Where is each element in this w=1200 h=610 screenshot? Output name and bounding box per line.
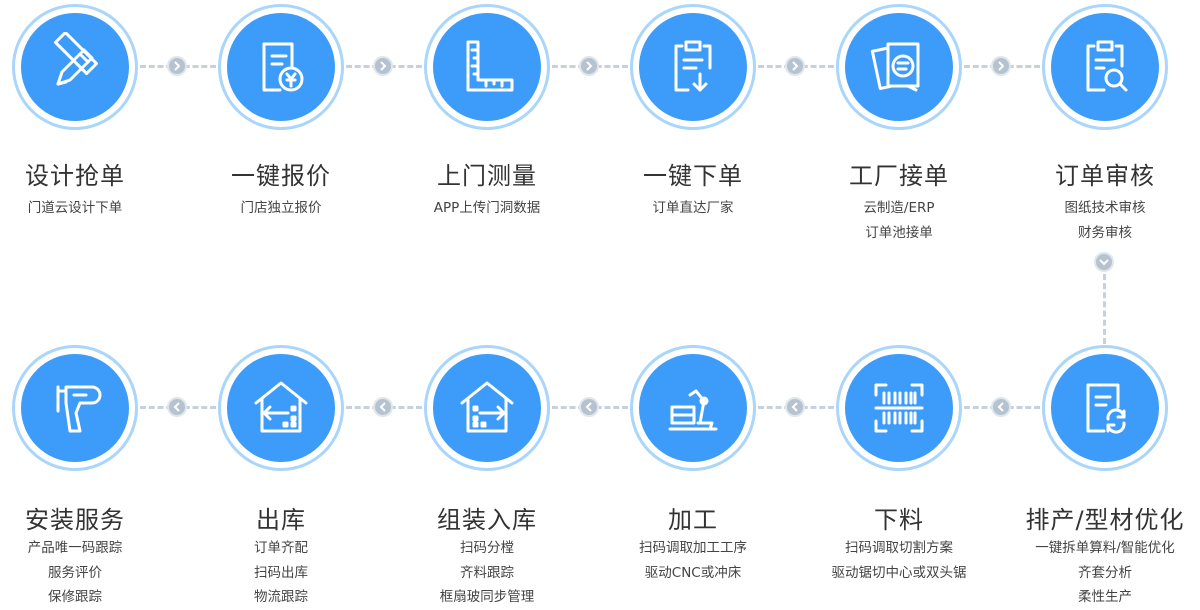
step-11-circle	[218, 345, 344, 471]
step-7-circle	[1042, 345, 1168, 471]
step-3-circle	[424, 4, 550, 130]
step-8-desc: 扫码调取切割方案 驱动锯切中心或双头锯	[779, 536, 1019, 585]
chevron-left-icon	[373, 397, 393, 417]
step-9-desc: 扫码调取加工工序 驱动CNC或冲床	[573, 536, 813, 585]
step-6-line-1: 图纸技术审核	[1064, 200, 1146, 216]
chevron-right-icon	[167, 56, 187, 76]
step-6-title: 订单审核	[1055, 162, 1155, 190]
step-1-line-1: 门道云设计下单	[27, 200, 123, 216]
step-8-line-1: 扫码调取切割方案	[845, 540, 953, 556]
step-8-title: 下料	[874, 506, 924, 534]
step-6-line-2: 财务审核	[1078, 224, 1132, 241]
step-11-line-1: 订单齐配	[254, 540, 308, 556]
step-10-line-2: 齐料跟踪	[460, 564, 514, 581]
step-12-desc: 产品唯一码跟踪 服务评价 保修跟踪	[0, 536, 195, 610]
step-1-desc: 门道云设计下单	[0, 196, 195, 221]
step-5-title: 工厂接单	[849, 162, 949, 190]
chevron-left-icon	[167, 397, 187, 417]
step-4-title: 一键下单	[643, 162, 743, 190]
step-7-title: 排产/型材优化	[1025, 506, 1185, 534]
step-1-circle	[12, 4, 138, 130]
step-11-title: 出库	[256, 506, 306, 534]
step-9-line-2: 驱动CNC或冲床	[644, 564, 742, 581]
document-refresh-icon	[1070, 373, 1140, 443]
chevron-down-icon	[1094, 252, 1114, 272]
chevron-left-icon	[579, 397, 599, 417]
step-5-line-2: 订单池接单	[865, 224, 933, 241]
step-4-line-1: 订单直达厂家	[652, 200, 734, 216]
warehouse-out-icon	[246, 373, 316, 443]
step-6-desc: 图纸技术审核 财务审核	[985, 196, 1200, 245]
step-2-line-1: 门店独立报价	[240, 200, 322, 216]
step-12-circle	[12, 345, 138, 471]
chevron-left-icon	[991, 397, 1011, 417]
step-11-line-2: 扫码出库	[254, 564, 308, 581]
chevron-right-icon	[991, 56, 1011, 76]
step-6-circle	[1042, 4, 1168, 130]
step-9-title: 加工	[668, 506, 718, 534]
step-2-circle	[218, 4, 344, 130]
step-3-line-1: APP上传门洞数据	[433, 200, 541, 216]
document-search-icon	[1070, 32, 1140, 102]
drill-icon	[40, 373, 110, 443]
chevron-right-icon	[373, 56, 393, 76]
step-11-line-3: 物流跟踪	[254, 589, 308, 605]
step-12-line-2: 服务评价	[48, 564, 102, 581]
step-10-circle	[424, 345, 550, 471]
step-1-title: 设计抢单	[25, 162, 125, 190]
barcode-scan-icon	[864, 373, 934, 443]
step-8-circle	[836, 345, 962, 471]
step-7-line-3: 柔性生产	[1078, 589, 1132, 605]
step-10-line-3: 框扇玻同步管理	[439, 589, 535, 605]
robot-arm-icon	[658, 373, 728, 443]
step-12-line-3: 保修跟踪	[48, 589, 102, 605]
step-2-desc: 门店独立报价	[161, 196, 401, 221]
step-4-desc: 订单直达厂家	[573, 196, 813, 221]
order-download-icon	[658, 32, 728, 102]
step-3-title: 上门测量	[437, 162, 537, 190]
warehouse-in-icon	[452, 373, 522, 443]
step-7-desc: 一键拆单算料/智能优化 齐套分析 柔性生产	[985, 536, 1200, 610]
step-5-desc: 云制造/ERP 订单池接单	[779, 196, 1019, 245]
step-10-desc: 扫码分樘 齐料跟踪 框扇玻同步管理	[367, 536, 607, 610]
chevron-right-icon	[785, 56, 805, 76]
step-11-desc: 订单齐配 扫码出库 物流跟踪	[161, 536, 401, 610]
step-7-line-1: 一键拆单算料/智能优化	[1035, 540, 1175, 556]
connector-6-7	[1103, 274, 1106, 344]
l-ruler-icon	[452, 32, 522, 102]
step-4-circle	[630, 4, 756, 130]
step-9-circle	[630, 345, 756, 471]
step-7-line-2: 齐套分析	[1078, 564, 1132, 581]
price-document-icon	[246, 32, 316, 102]
step-3-desc: APP上传门洞数据	[367, 196, 607, 221]
step-10-line-1: 扫码分樘	[460, 540, 514, 556]
chevron-left-icon	[785, 397, 805, 417]
step-8-line-2: 驱动锯切中心或双头锯	[831, 564, 967, 581]
chevron-right-icon	[579, 56, 599, 76]
step-5-circle	[836, 4, 962, 130]
step-10-title: 组装入库	[437, 506, 537, 534]
step-2-title: 一键报价	[231, 162, 331, 190]
pencil-ruler-icon	[40, 32, 110, 102]
step-12-title: 安装服务	[25, 506, 125, 534]
step-9-line-1: 扫码调取加工工序	[639, 540, 747, 556]
documents-stack-icon	[864, 32, 934, 102]
step-12-line-1: 产品唯一码跟踪	[27, 540, 123, 556]
step-5-line-1: 云制造/ERP	[863, 200, 935, 216]
